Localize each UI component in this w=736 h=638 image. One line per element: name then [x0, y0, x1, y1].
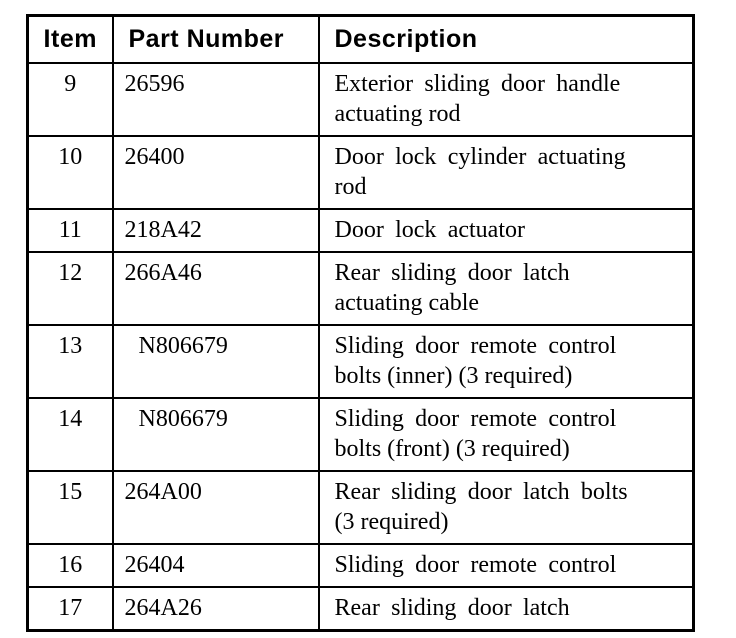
description-cell: Door lock cylinder actuating rod	[317, 135, 695, 210]
part-number-cell: 264A26	[111, 586, 320, 632]
item-cell: 17	[26, 586, 114, 632]
parts-table: Item Part Number Description 9 26596 Ext…	[26, 14, 695, 632]
part-number-cell: N806679	[111, 324, 320, 399]
item-cell: 12	[26, 251, 114, 326]
item-cell: 14	[26, 397, 114, 472]
description-cell: Rear sliding door latch actuating cable	[317, 251, 695, 326]
table-row: 12 266A46 Rear sliding door latch actuat…	[26, 251, 695, 326]
header-description: Description	[317, 14, 695, 64]
description-cell: Sliding door remote control	[317, 543, 695, 588]
table-body: 9 26596 Exterior sliding door handle act…	[26, 62, 695, 632]
item-cell: 9	[26, 62, 114, 137]
header-row: Item Part Number Description	[26, 14, 695, 64]
description-cell: Rear sliding door latch	[317, 586, 695, 632]
part-number-cell: 26596	[111, 62, 320, 137]
part-number-cell: 264A00	[111, 470, 320, 545]
item-cell: 15	[26, 470, 114, 545]
table-row: 15 264A00 Rear sliding door latch bolts …	[26, 470, 695, 545]
description-cell: Door lock actuator	[317, 208, 695, 253]
item-cell: 16	[26, 543, 114, 588]
table-row: 10 26400 Door lock cylinder actuating ro…	[26, 135, 695, 210]
part-number-cell: 218A42	[111, 208, 320, 253]
part-number-cell: 26404	[111, 543, 320, 588]
header-part-number: Part Number	[111, 14, 320, 64]
table-row: 14 N806679 Sliding door remote control b…	[26, 397, 695, 472]
item-cell: 11	[26, 208, 114, 253]
part-number-cell: 26400	[111, 135, 320, 210]
table-header: Item Part Number Description	[26, 14, 695, 64]
description-cell: Rear sliding door latch bolts (3 require…	[317, 470, 695, 545]
table-row: 13 N806679 Sliding door remote control b…	[26, 324, 695, 399]
table-row: 11 218A42 Door lock actuator	[26, 208, 695, 253]
description-cell: Exterior sliding door handle actuating r…	[317, 62, 695, 137]
header-item: Item	[26, 14, 114, 64]
part-number-cell: N806679	[111, 397, 320, 472]
description-cell: Sliding door remote control bolts (front…	[317, 397, 695, 472]
item-cell: 13	[26, 324, 114, 399]
table-row: 16 26404 Sliding door remote control	[26, 543, 695, 588]
description-cell: Sliding door remote control bolts (inner…	[317, 324, 695, 399]
item-cell: 10	[26, 135, 114, 210]
table-row: 17 264A26 Rear sliding door latch	[26, 586, 695, 632]
table-row: 9 26596 Exterior sliding door handle act…	[26, 62, 695, 137]
part-number-cell: 266A46	[111, 251, 320, 326]
